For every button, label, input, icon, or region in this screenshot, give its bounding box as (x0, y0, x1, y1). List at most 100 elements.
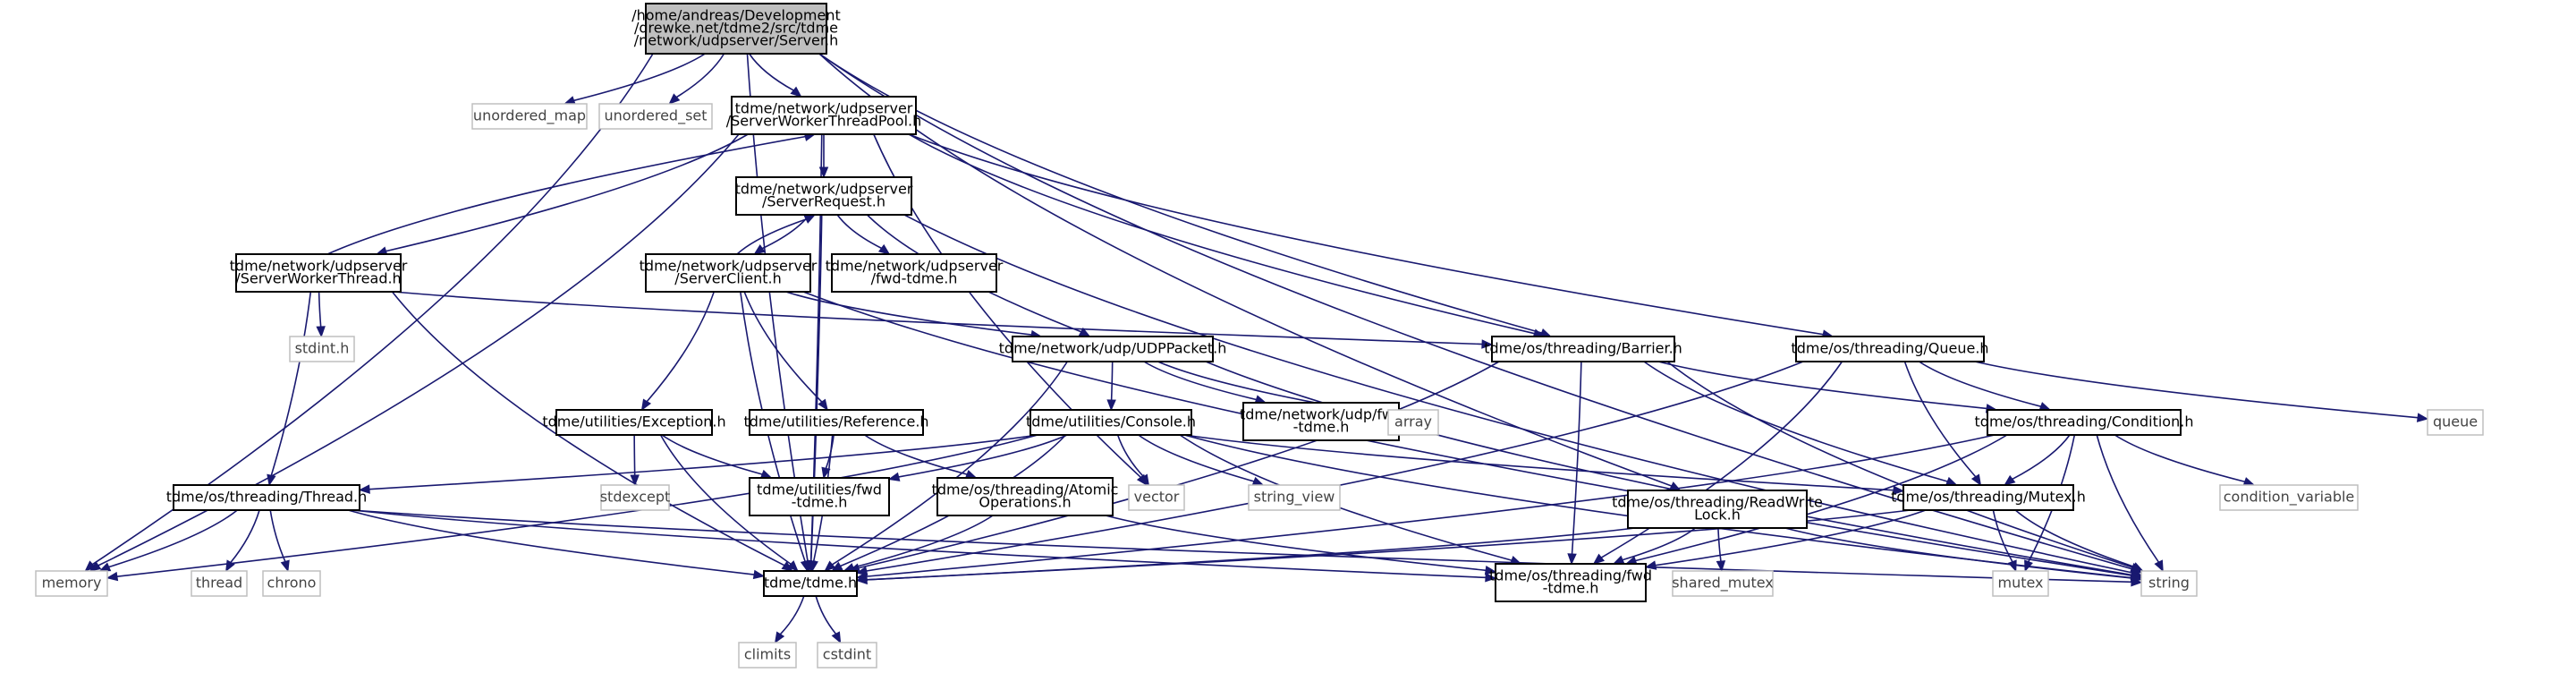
node-request[interactable]: tdme/network/udpserver/ServerRequest.h (735, 176, 913, 216)
node-label: shared_mutex (1672, 575, 1774, 592)
edge-arrowhead-request-to-fwd_udpserver (877, 243, 891, 255)
node-label: /home/andreas/Development (631, 7, 841, 24)
node-label: tdme/utilities/fwd (757, 481, 882, 498)
edge-workerthread-to-stdint (318, 291, 322, 328)
node-unordered-set: unordered_set (598, 103, 713, 130)
node-udppacket[interactable]: tdme/network/udp/UDPPacket.h (999, 336, 1227, 362)
node-mutex: mutex (1992, 570, 2049, 597)
edge-thread_h-to-string (352, 509, 2132, 584)
edge-arrowhead-server-to-unordered_set (668, 93, 681, 105)
edge-arrowhead-mutex_h-to-fwd_threading (1644, 560, 1657, 570)
node-barrier[interactable]: tdme/os/threading/Barrier.h (1484, 336, 1682, 362)
edge-arrowhead-client-to-reference (818, 398, 828, 412)
node-fwd-threading[interactable]: tdme/os/threading/fwd-tdme.h (1489, 563, 1652, 602)
edge-console-to-string_view (1138, 434, 1255, 482)
edge-arrowhead-client-to-exception (640, 398, 652, 412)
edge-arrowhead-queue_h-to-queue (2416, 413, 2429, 422)
node-tdme[interactable]: tdme/tdme.h (763, 570, 858, 597)
edge-arrowhead-mutex_h-to-mutex (2007, 559, 2017, 573)
edge-server-to-string (818, 53, 2132, 570)
edge-barrier-to-fwd_threading (1571, 361, 1582, 555)
edge-tdme-to-climits (779, 595, 805, 635)
node-server[interactable]: /home/andreas/Development/drewke.net/tdm… (631, 3, 841, 55)
node-box (173, 484, 360, 511)
edge-queue_h-to-fwd_threading (1600, 361, 1843, 558)
node-box (1627, 490, 1808, 529)
edge-arrowhead-udppacket-to-tdme (824, 560, 836, 572)
edge-arrowhead-console-to-vector (1139, 473, 1150, 487)
edge-arrowhead-queue_h-to-fwd_threading (1592, 553, 1606, 565)
node-box (1128, 484, 1185, 511)
edge-atomic-to-tdme (852, 515, 994, 568)
node-climits: climits (738, 642, 797, 669)
node-pool[interactable]: tdme/network/udpserver/ServerWorkerThrea… (726, 96, 922, 135)
node-thread-h[interactable]: tdme/os/threading/Thread.h (166, 484, 368, 511)
node-workerthread[interactable]: tdme/network/udpserver/ServerWorkerThrea… (230, 253, 408, 293)
edge-arrowhead-exception-to-tdme (787, 560, 799, 572)
node-stdint: stdint.h (289, 336, 355, 362)
edge-client-to-request (736, 218, 807, 255)
node-mutex-h[interactable]: tdme/os/threading/Mutex.h (1891, 484, 2086, 511)
edge-request-to-fwd_udpserver (836, 214, 882, 250)
edge-arrowhead-workerthread-to-barrier (1481, 339, 1494, 349)
node-label: tdme/os/threading/Mutex.h (1891, 489, 2086, 506)
node-label: Operations.h (979, 494, 1071, 511)
node-box (645, 3, 827, 55)
node-exception[interactable]: tdme/utilities/Exception.h (542, 409, 726, 436)
node-fwd-udp[interactable]: tdme/network/udp/fwd-tdme.h (1240, 402, 1402, 441)
edge-barrier-to-condition (1657, 361, 1987, 410)
node-stdexcept: stdexcept (600, 484, 670, 511)
node-condition[interactable]: tdme/os/threading/Condition.h (1975, 409, 2194, 436)
node-client[interactable]: tdme/network/udpserver/ServerClient.h (640, 253, 818, 293)
node-console[interactable]: tdme/utilities/Console.h (1026, 409, 1196, 436)
node-string: string (2140, 570, 2198, 597)
edge-arrowhead-exception-to-fwd_utilities (759, 469, 773, 479)
edge-arrowhead-client-to-tdme (800, 559, 810, 573)
node-box (763, 570, 858, 597)
edge-udppacket-to-tdme (832, 361, 1068, 566)
node-reference[interactable]: tdme/utilities/Reference.h (743, 409, 929, 436)
edge-udppacket-to-console (1110, 361, 1114, 401)
node-box (1030, 409, 1192, 436)
node-fwd-utilities[interactable]: tdme/utilities/fwd-tdme.h (749, 477, 890, 516)
edge-arrowhead-condition-to-condition_variable (2242, 477, 2256, 487)
edge-queue_h-to-mutex_h (1903, 361, 1977, 478)
node-label: /fwd-tdme.h (871, 270, 958, 287)
edge-arrowhead-thread_h-to-fwd_threading (1485, 573, 1497, 583)
edge-arrowhead-thread_h-to-chrono (280, 559, 290, 573)
edge-thread_h-to-chrono (269, 509, 286, 562)
edge-arrowhead-workerthread-to-stdint (316, 326, 326, 338)
node-label: tdme/network/udpserver (826, 258, 1004, 275)
edge-console-to-fwd_utilities (898, 434, 1068, 478)
node-cstdint: cstdint (817, 642, 877, 669)
node-label: tdme/network/udp/fwd (1240, 406, 1402, 423)
node-box (1495, 563, 1647, 602)
node-label: vector (1134, 489, 1180, 506)
node-label: climits (744, 646, 791, 663)
edge-arrowhead-reference-to-fwd_utilities (821, 466, 831, 480)
node-label: tdme/os/threading/Barrier.h (1484, 340, 1682, 357)
node-box (600, 484, 670, 511)
edge-queue_h-to-condition (1919, 361, 2041, 407)
edge-mutex_h-to-tdme (866, 509, 1911, 581)
edge-barrier-to-string (1666, 361, 2133, 568)
node-box (2140, 570, 2198, 597)
edge-arrowhead-reference-to-tdme (809, 559, 818, 573)
edge-arrowhead-server-to-pool (790, 86, 802, 98)
node-fwd-udpserver[interactable]: tdme/network/udpserver/fwd-tdme.h (826, 253, 1004, 293)
node-box (1992, 570, 2049, 597)
edge-queue_h-to-queue (1974, 361, 2419, 419)
node-box (2219, 484, 2359, 511)
node-unordered-map: unordered_map (471, 103, 588, 130)
node-label: string (2148, 575, 2190, 592)
edge-client-to-udppacket (785, 291, 1032, 336)
edge-exception-to-stdexcept (633, 434, 636, 476)
edge-mutex_h-to-fwd_threading (1655, 509, 1927, 567)
node-label: tdme/os/threading/Atomic (932, 481, 1119, 498)
node-box (1987, 409, 2182, 436)
edge-condition-to-mutex_h (2012, 434, 2071, 480)
node-queue-h[interactable]: tdme/os/threading/Queue.h (1791, 336, 1989, 362)
edge-condition-to-string (2096, 434, 2160, 563)
